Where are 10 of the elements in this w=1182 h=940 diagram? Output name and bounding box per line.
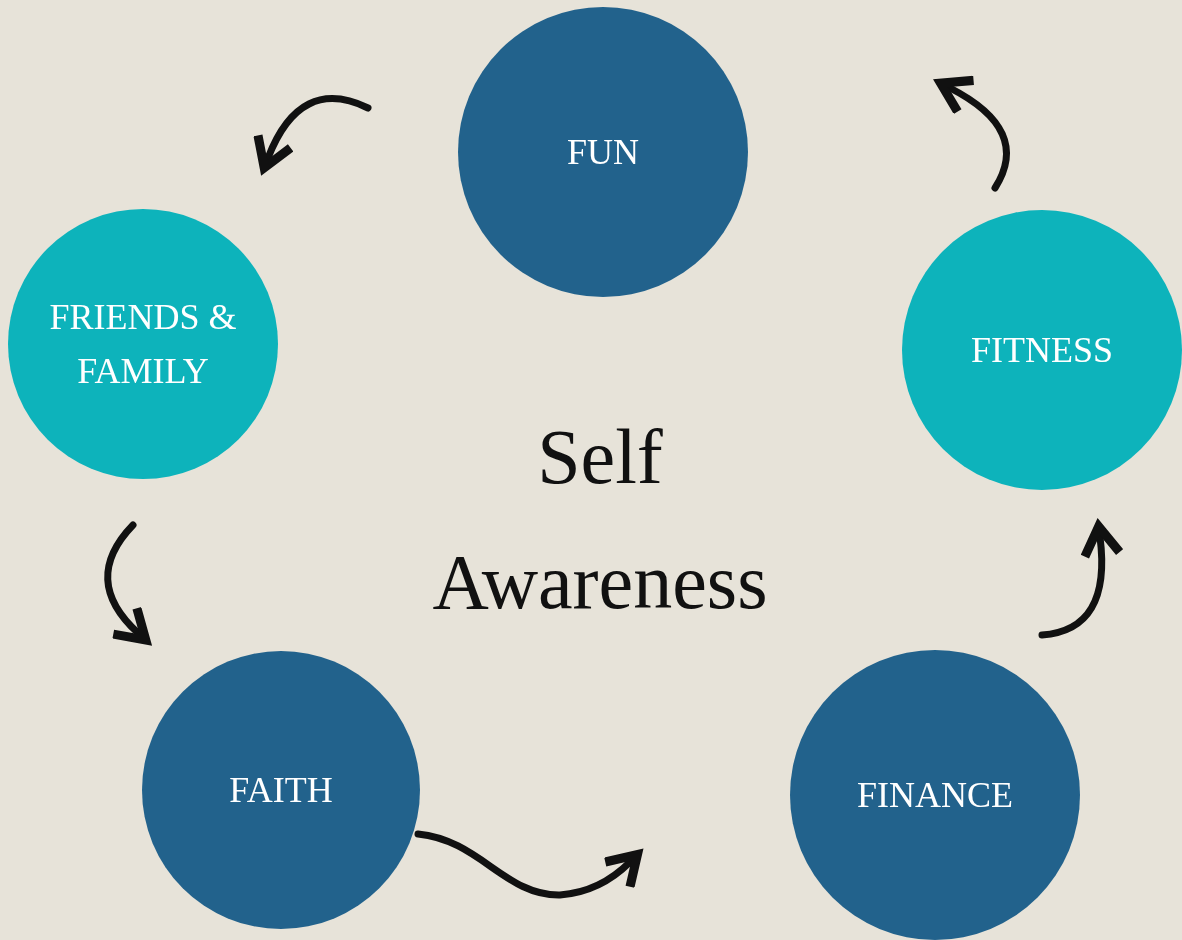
curved-arrow <box>414 830 643 899</box>
curved-arrow <box>254 95 372 173</box>
node-label: FRIENDS & FAMILY <box>48 296 238 393</box>
node-label: FAITH <box>228 768 334 812</box>
curved-arrow <box>104 521 150 645</box>
curved-arrow <box>936 76 1010 192</box>
node-label: FINANCE <box>856 773 1014 817</box>
node-label: FITNESS <box>970 328 1114 372</box>
center-text: Self Awareness <box>431 412 769 627</box>
node-label: FUN <box>566 130 640 174</box>
